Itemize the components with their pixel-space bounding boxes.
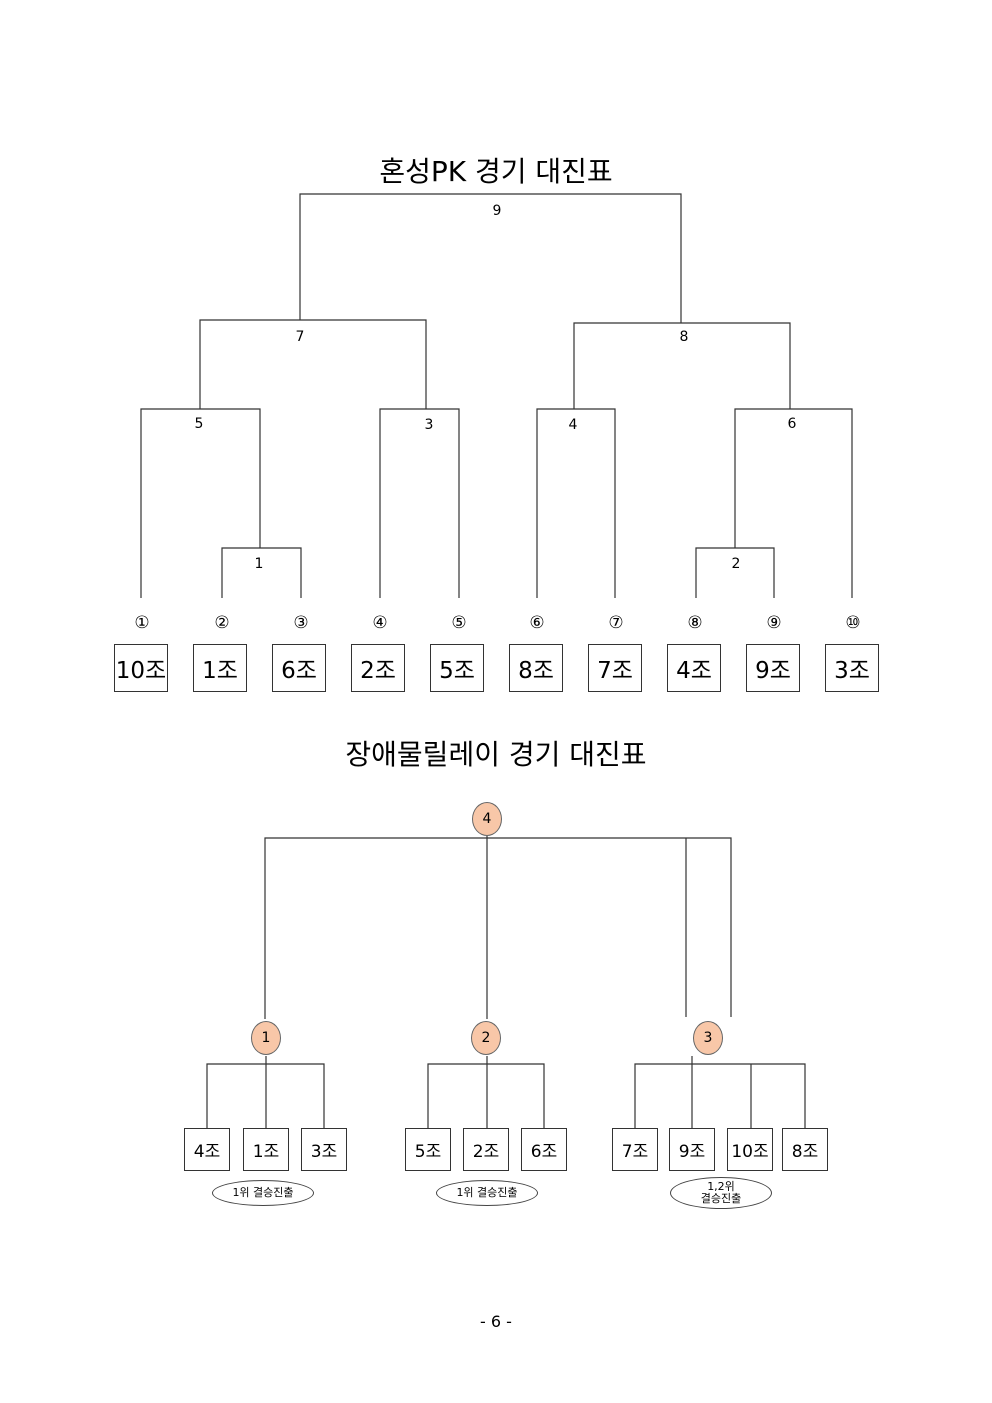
relay-team-box: 7조 xyxy=(612,1128,658,1171)
group-1-advance-note: 1위 결승진출 xyxy=(212,1180,314,1206)
seed-number: ① xyxy=(134,613,150,633)
seed-number: ③ xyxy=(293,613,309,633)
pk-team-box: 8조 xyxy=(509,644,563,692)
match-label-2: 2 xyxy=(731,556,741,572)
relay-team-box: 2조 xyxy=(463,1128,509,1171)
final-match-node: 4 xyxy=(472,802,502,836)
pk-team-box: 7조 xyxy=(588,644,642,692)
pk-team-box: 2조 xyxy=(351,644,405,692)
seed-number: ⑨ xyxy=(766,613,782,633)
match-label-5: 5 xyxy=(194,416,204,432)
relay-bracket-title: 장애물릴레이 경기 대진표 xyxy=(345,738,647,771)
match-label-6: 6 xyxy=(787,416,797,432)
pk-team-box: 9조 xyxy=(746,644,800,692)
relay-team-box: 3조 xyxy=(301,1128,347,1171)
group-node-1: 1 xyxy=(251,1021,281,1055)
pk-bracket-title: 혼성PK 경기 대진표 xyxy=(379,155,613,188)
group-2-advance-note: 1위 결승진출 xyxy=(436,1180,538,1206)
relay-team-box: 10조 xyxy=(727,1128,773,1171)
group-3-note-line2: 결승진출 xyxy=(700,1192,742,1205)
pk-team-box: 6조 xyxy=(272,644,326,692)
page-number: - 6 - xyxy=(480,1312,512,1331)
match-label-3: 3 xyxy=(424,417,434,433)
relay-team-box: 6조 xyxy=(521,1128,567,1171)
pk-team-box: 10조 xyxy=(114,644,168,692)
pk-team-box: 1조 xyxy=(193,644,247,692)
relay-team-box: 4조 xyxy=(184,1128,230,1171)
seed-number: ⑤ xyxy=(451,613,467,633)
match-label-4: 4 xyxy=(568,417,578,433)
relay-team-box: 5조 xyxy=(405,1128,451,1171)
relay-team-box: 1조 xyxy=(243,1128,289,1171)
match-label-9: 9 xyxy=(492,203,502,219)
match-label-1: 1 xyxy=(254,556,264,572)
pk-team-box: 5조 xyxy=(430,644,484,692)
match-label-8: 8 xyxy=(679,329,689,345)
seed-number: ⑧ xyxy=(687,613,703,633)
seed-number: ⑩ xyxy=(845,613,861,633)
seed-number: ② xyxy=(214,613,230,633)
relay-team-box: 8조 xyxy=(782,1128,828,1171)
group-node-3: 3 xyxy=(693,1021,723,1055)
pk-team-box: 4조 xyxy=(667,644,721,692)
group-3-note-line1: 1,2위 xyxy=(707,1180,735,1193)
seed-number: ⑦ xyxy=(608,613,624,633)
group-3-advance-note: 1,2위 결승진출 xyxy=(670,1177,772,1209)
seed-number: ④ xyxy=(372,613,388,633)
match-label-7: 7 xyxy=(295,329,305,345)
seed-number: ⑥ xyxy=(529,613,545,633)
pk-team-box: 3조 xyxy=(825,644,879,692)
relay-team-box: 9조 xyxy=(669,1128,715,1171)
group-node-2: 2 xyxy=(471,1021,501,1055)
